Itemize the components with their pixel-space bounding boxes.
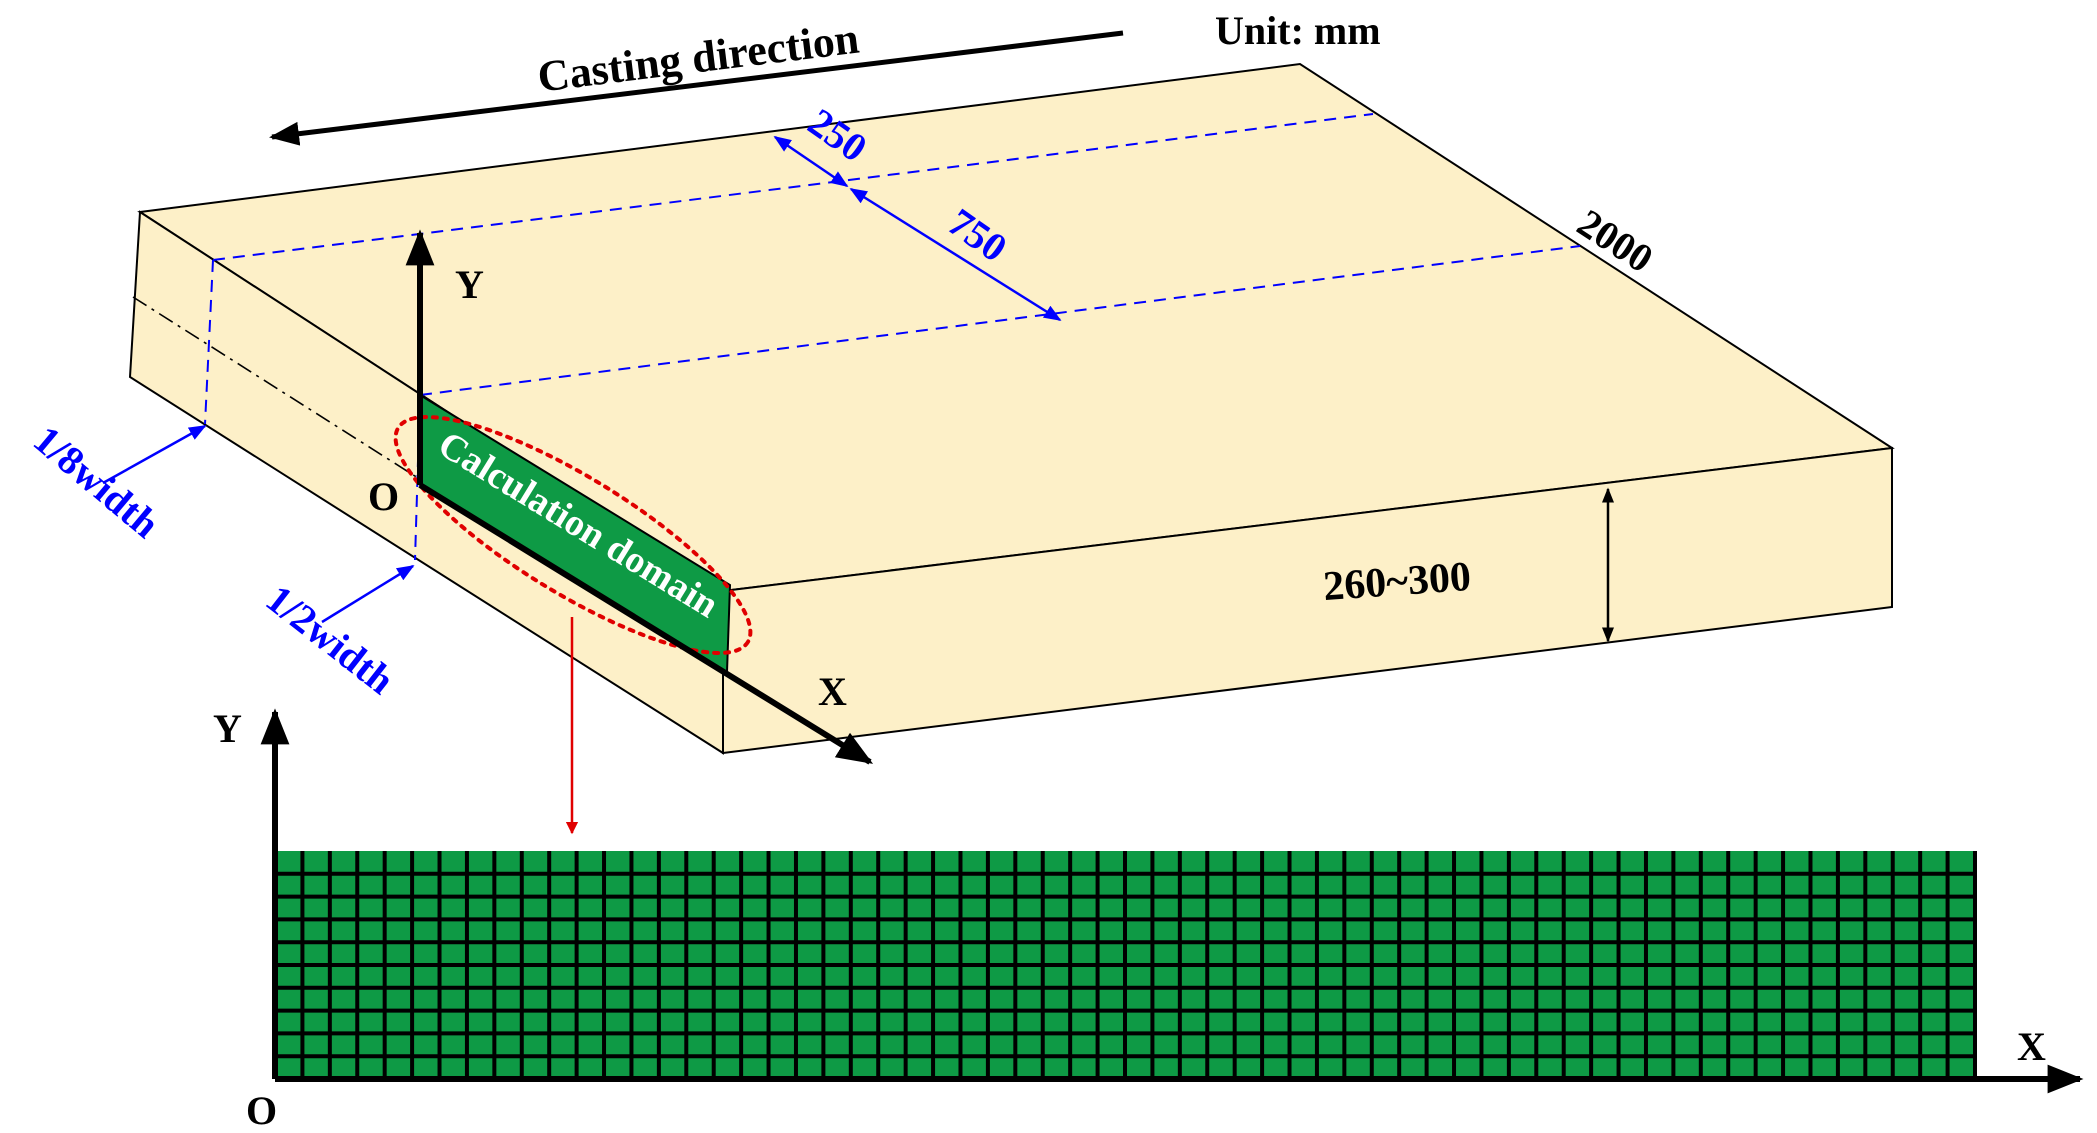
- mesh-y-label: Y: [213, 706, 242, 751]
- mesh-x-label: X: [2017, 1024, 2046, 1069]
- dim-750-arrow: [849, 187, 1062, 322]
- mesh-lines: [275, 851, 1977, 1079]
- mesh-origin-label: O: [246, 1088, 277, 1133]
- eighth-width-label: 1/8width: [25, 417, 168, 547]
- slab-axes: Y X O: [368, 229, 874, 765]
- unit-label: Unit: mm: [1215, 8, 1381, 53]
- domain-highlight-ellipse: [393, 415, 753, 655]
- slab-origin-label: O: [368, 474, 399, 519]
- casting-direction-label: Casting direction: [535, 14, 862, 102]
- eighth-width-arrow: [102, 424, 207, 485]
- mesh-axes: Y X O: [213, 706, 2084, 1133]
- dashed-line-eighth-width: [212, 113, 1374, 261]
- slab-x-label: X: [818, 669, 847, 714]
- casting-direction-arrow: [269, 30, 1124, 146]
- mesh-grid: [275, 851, 1977, 1079]
- dim-thickness-label: 260~300: [1322, 554, 1473, 610]
- slab-x-axis: [418, 482, 874, 765]
- slab: [128, 62, 1895, 755]
- half-width-label: 1/2width: [258, 576, 403, 703]
- dim-250-arrow: [773, 135, 849, 188]
- slab-y-label: Y: [455, 262, 484, 307]
- half-width-arrow: [321, 564, 415, 624]
- dashed-drop-eighth-width: [204, 259, 214, 425]
- centerline-dashdot: [132, 296, 419, 479]
